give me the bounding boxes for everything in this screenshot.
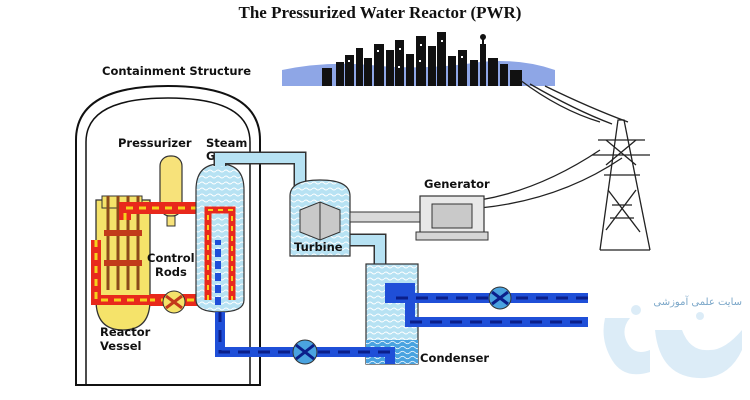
watermark-logo: سایت علمی آموزشی: [603, 295, 742, 379]
reactor-vessel-label-1: Reactor: [100, 325, 151, 339]
turbine-label: Turbine: [294, 240, 343, 254]
feedwater-pump: [292, 339, 318, 365]
steam-generator-label-1: Steam: [206, 136, 247, 150]
pressurizer-label: Pressurizer: [118, 136, 192, 150]
power-transmission-tower: [479, 79, 651, 251]
steam-line: [213, 151, 387, 265]
primary-pump: [162, 290, 186, 314]
generator: [415, 195, 489, 241]
steam-generator: [195, 163, 245, 313]
generator-label: Generator: [424, 177, 490, 191]
control-rods-label-2: Rods: [155, 265, 187, 279]
cooling-water-pump: [488, 286, 512, 310]
turbine-shaft: [349, 211, 431, 223]
diagram-title: The Pressurized Water Reactor (PWR): [239, 3, 522, 22]
watermark-text: سایت علمی آموزشی: [653, 295, 742, 308]
control-rods-label-1: Control: [147, 251, 195, 265]
pressurizer: [159, 155, 183, 227]
turbine: [289, 179, 351, 257]
reactor-vessel-label-2: Vessel: [100, 339, 142, 353]
containment-label: Containment Structure: [102, 64, 251, 78]
cooling-water-loop: [385, 283, 588, 327]
city-skyline: [282, 32, 555, 86]
condenser-label: Condenser: [420, 351, 489, 365]
